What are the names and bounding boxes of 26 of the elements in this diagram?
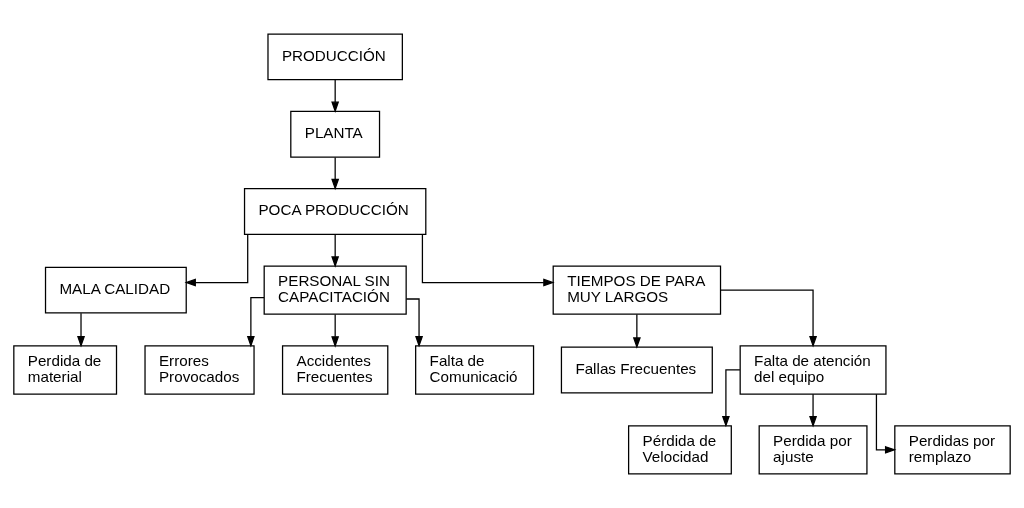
arrow: [720, 289, 818, 348]
node-box: Perdida por ajuste: [758, 425, 868, 475]
node-box: MALA CALIDAD: [44, 266, 187, 314]
node-box: Perdidas por remplazo: [894, 425, 1011, 475]
node-box: Falta de atención del equipo: [739, 345, 887, 395]
arrow: [632, 313, 641, 349]
arrow: [331, 313, 340, 348]
arrow: [77, 312, 85, 348]
node-box: Fallas Frecuentes: [560, 346, 713, 394]
arrow: [331, 79, 340, 113]
node-box: TIEMPOS DE PARA MUY LARGOS: [552, 265, 722, 315]
node-box: Accidentes Frecuentes: [281, 345, 389, 395]
node-box: Errores Provocados: [144, 345, 255, 395]
arrow: [809, 393, 818, 428]
arrow: [331, 234, 340, 268]
node-box: Falta de Comunicació: [415, 345, 535, 395]
node-box: POCA PRODUCCIÓN: [243, 188, 427, 235]
node-box: PRODUCCIÓN: [267, 33, 403, 81]
arrow: [331, 156, 340, 191]
node-box: PERSONAL SIN CAPACITACIÓN: [263, 265, 407, 315]
arrow: [875, 393, 897, 454]
arrow: [421, 233, 555, 287]
node-box: Perdida de material: [13, 345, 118, 395]
node-box: PLANTA: [290, 110, 381, 158]
node-box: Pérdida de Velocidad: [628, 425, 732, 475]
arrow: [184, 233, 249, 287]
